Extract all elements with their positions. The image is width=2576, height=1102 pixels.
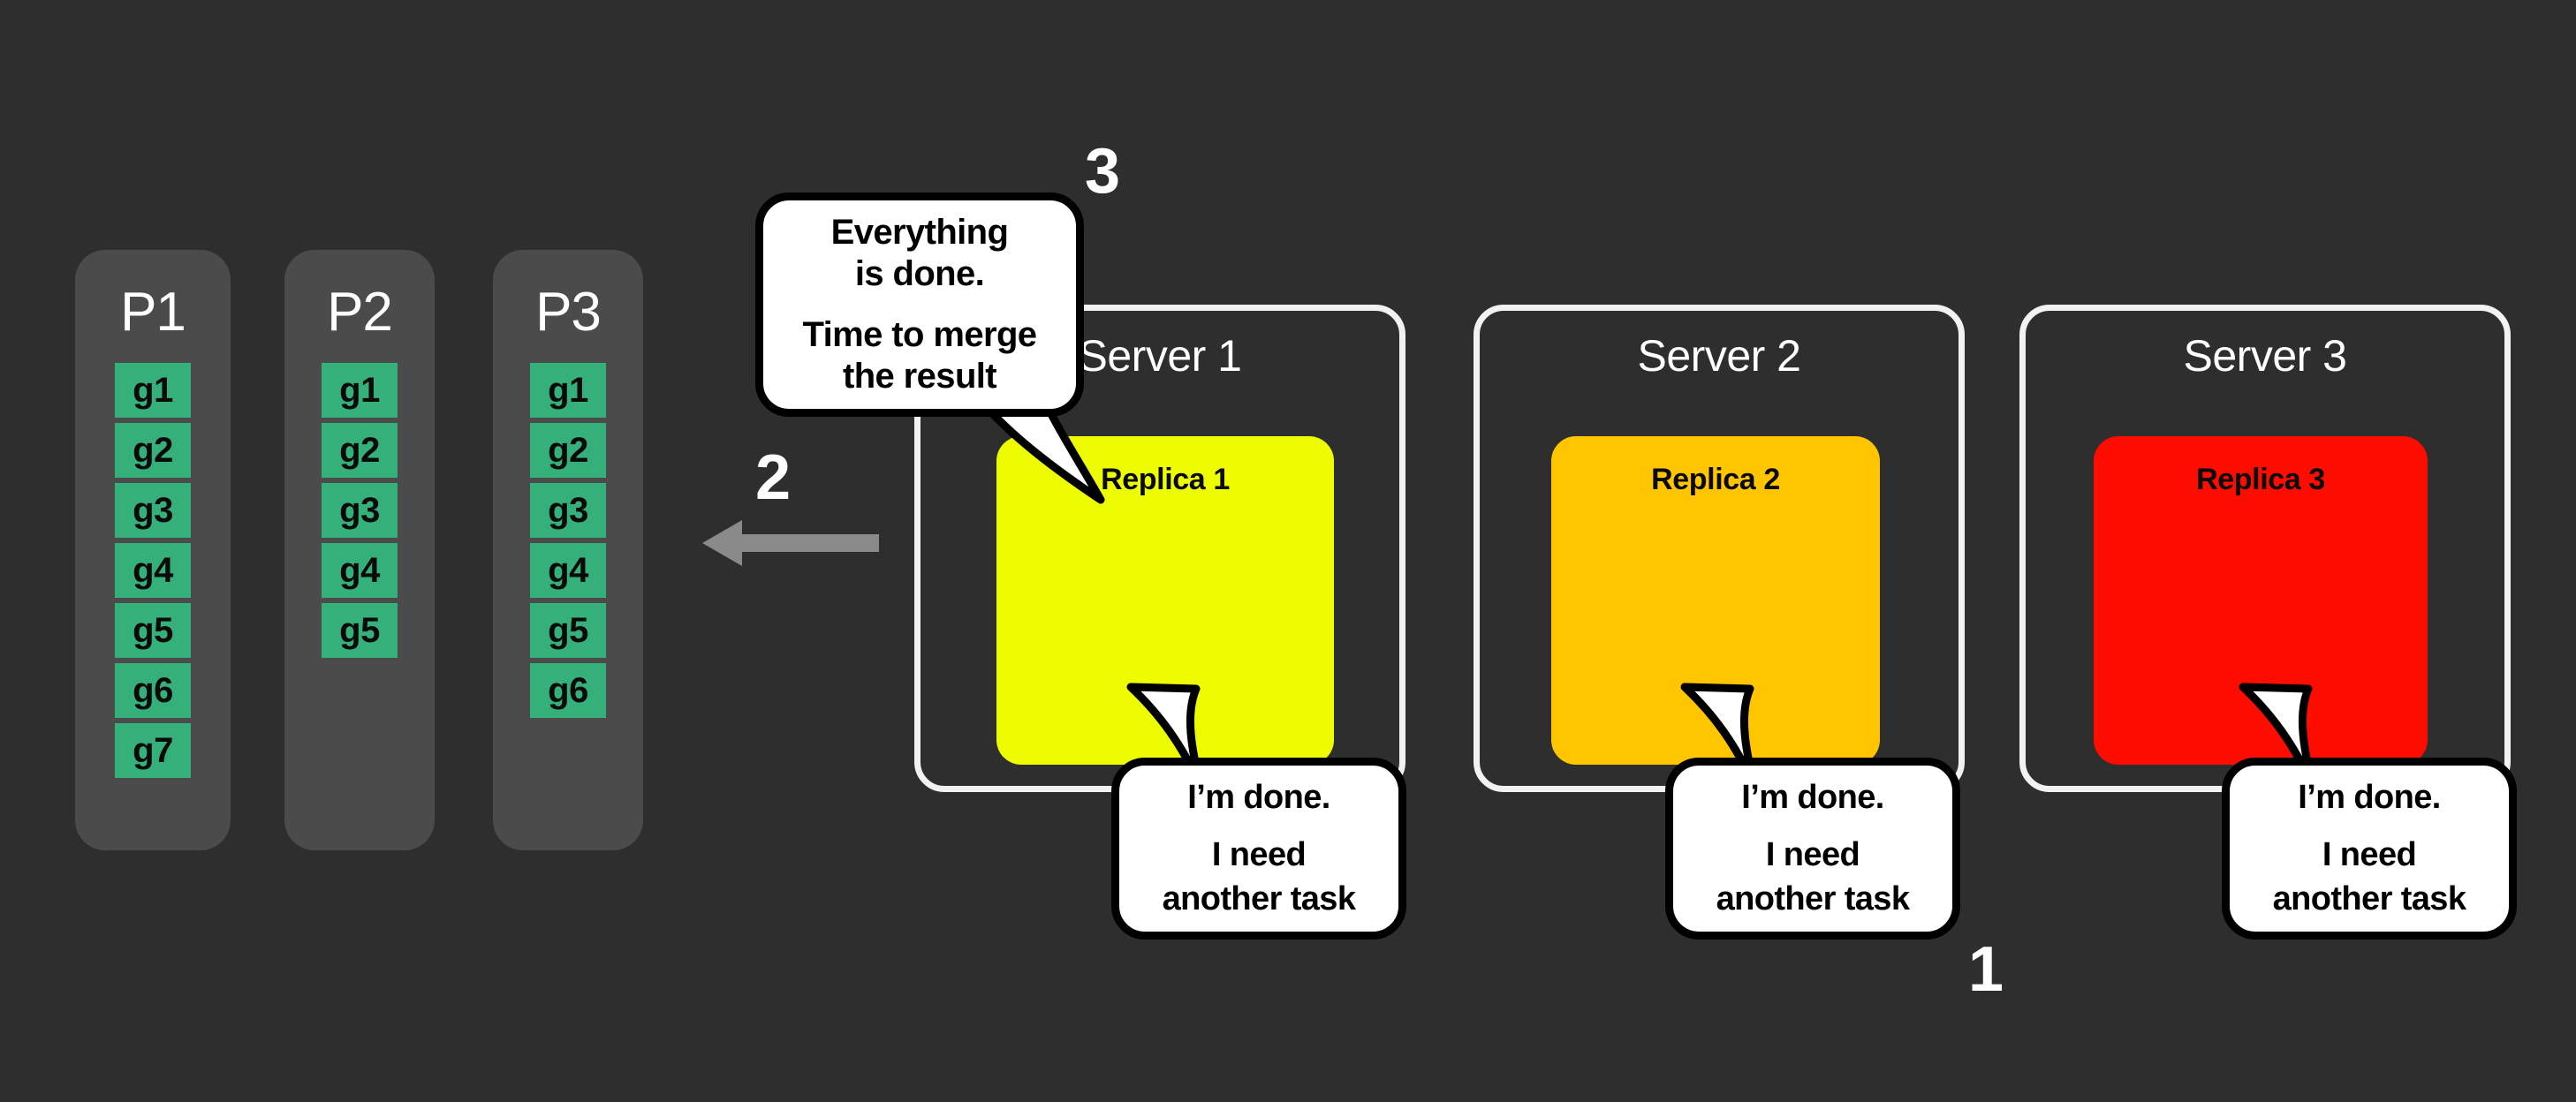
step-number-2: 2 [755, 442, 791, 513]
task-block[interactable]: g1 [322, 363, 398, 418]
task-block[interactable]: g1 [530, 363, 606, 418]
task-block[interactable]: g4 [115, 543, 191, 598]
step-number-3: 3 [1085, 136, 1120, 207]
speech-bubble-task-2[interactable]: I’m done. I need another task [1665, 758, 1960, 940]
speech-bubble-task-1[interactable]: I’m done. I need another task [1111, 758, 1406, 940]
task-block[interactable]: g1 [115, 363, 191, 418]
speech-bubble-task-3[interactable]: I’m done. I need another task [2222, 758, 2517, 940]
step-number-1: 1 [1968, 934, 2004, 1005]
task-block[interactable]: g6 [530, 663, 606, 718]
replica-box-2[interactable]: Replica 2 [1551, 436, 1880, 765]
bubble-line: Time to merge [802, 315, 1037, 354]
speech-bubble-merge[interactable]: Everything is done. Time to merge the re… [755, 192, 1084, 417]
task-stack: g1 g2 g3 g4 g5 [284, 363, 435, 658]
task-block[interactable]: g5 [115, 603, 191, 658]
task-block[interactable]: g6 [115, 663, 191, 718]
replica-label: Replica 3 [2196, 463, 2325, 496]
partition-column-p2[interactable]: P2 g1 g2 g3 g4 g5 [284, 250, 435, 850]
replica-label: Replica 2 [1651, 463, 1780, 496]
bubble-line: Everything [830, 212, 1009, 252]
task-block[interactable]: g2 [322, 423, 398, 478]
replica-box-3[interactable]: Replica 3 [2094, 436, 2428, 765]
task-block[interactable]: g5 [530, 603, 606, 658]
bubble-line: another task [1162, 879, 1356, 917]
bubble-line: I need [1211, 836, 1307, 874]
replica-label: Replica 1 [1101, 463, 1230, 496]
task-stack: g1 g2 g3 g4 g5 g6 g7 [75, 363, 231, 778]
bubble-line: I need [2322, 836, 2417, 874]
task-block[interactable]: g2 [530, 423, 606, 478]
bubble-line: I’m done. [2298, 778, 2441, 816]
task-block[interactable]: g5 [322, 603, 398, 658]
bubble-line: another task [1716, 879, 1910, 917]
bubble-line: is done. [854, 253, 985, 293]
partition-title: P3 [535, 282, 602, 343]
task-block[interactable]: g4 [530, 543, 606, 598]
server-title: Server 1 [1078, 331, 1242, 381]
replica-box-1[interactable]: Replica 1 [996, 436, 1334, 765]
partition-title: P1 [120, 282, 186, 343]
task-block[interactable]: g2 [115, 423, 191, 478]
server-title: Server 2 [1637, 331, 1801, 381]
task-block[interactable]: g7 [115, 723, 191, 778]
task-block[interactable]: g3 [322, 483, 398, 538]
bubble-line: another task [2272, 879, 2466, 917]
bubble-line: I’m done. [1741, 778, 1884, 816]
bubble-line: I need [1765, 836, 1860, 874]
task-block[interactable]: g3 [115, 483, 191, 538]
server-title: Server 3 [2183, 331, 2347, 381]
partition-title: P2 [327, 282, 393, 343]
bubble-line: the result [842, 357, 997, 396]
task-stack: g1 g2 g3 g4 g5 g6 [493, 363, 643, 718]
partition-column-p1[interactable]: P1 g1 g2 g3 g4 g5 g6 g7 [75, 250, 231, 850]
left-arrow-icon [702, 520, 879, 566]
bubble-line: I’m done. [1187, 778, 1330, 816]
task-block[interactable]: g3 [530, 483, 606, 538]
return-arrow [667, 508, 879, 578]
task-block[interactable]: g4 [322, 543, 398, 598]
partition-column-p3[interactable]: P3 g1 g2 g3 g4 g5 g6 [493, 250, 643, 850]
